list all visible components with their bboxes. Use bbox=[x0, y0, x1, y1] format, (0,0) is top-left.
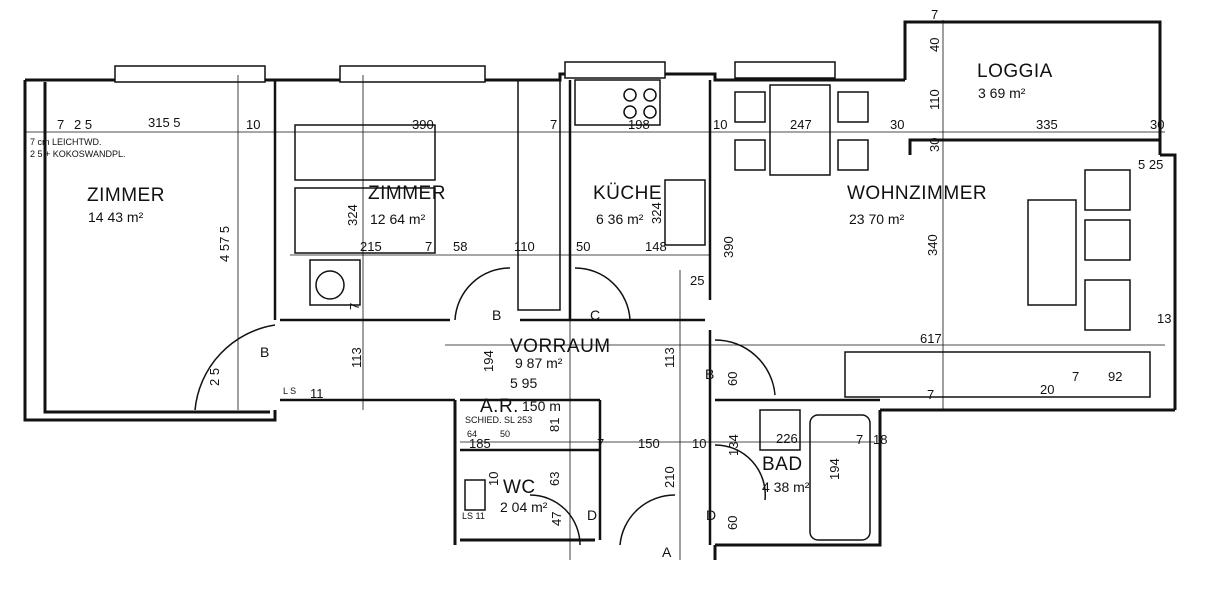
dim-label: 10 bbox=[692, 436, 707, 451]
door-label-a: A bbox=[662, 544, 672, 560]
dim-label-vertical: 324 bbox=[345, 204, 360, 226]
dim-label: 226 bbox=[776, 431, 798, 446]
door-swings bbox=[194, 267, 776, 546]
door-label-b2: B bbox=[492, 307, 502, 323]
dim-label-vertical: 110 bbox=[927, 89, 942, 110]
furniture bbox=[294, 79, 1151, 541]
ls-note-2: LS 11 bbox=[462, 511, 485, 521]
wall-note-2: 2 5 + KOKOSWANDPL. bbox=[30, 149, 126, 159]
dim-label: 11 bbox=[310, 386, 324, 401]
room-name-ar: A.R. bbox=[480, 396, 519, 417]
dim-label-vertical: 194 bbox=[827, 458, 842, 480]
dim-label-vertical: 30 bbox=[927, 137, 942, 152]
windows bbox=[114, 61, 836, 83]
room-area-ar: 150 m bbox=[522, 398, 561, 414]
dim-label-vertical: 390 bbox=[721, 236, 736, 258]
dim-label: 10 bbox=[246, 117, 261, 132]
dim-label: 20 bbox=[1040, 382, 1055, 397]
dim-label-vertical: 10 bbox=[486, 471, 501, 486]
dim-label: 64 bbox=[467, 429, 478, 439]
dim-label: 7 bbox=[425, 239, 433, 254]
dim-label: 247 bbox=[790, 117, 812, 132]
dim-label-vertical: 210 bbox=[662, 466, 677, 488]
room-area-wc: 2 04 m² bbox=[500, 499, 548, 515]
ar-sub-label: SCHIED. SL 253 bbox=[465, 415, 533, 425]
dim-label-vertical: 60 bbox=[725, 371, 740, 386]
dim-label-vertical: 47 bbox=[549, 511, 564, 526]
room-name-kueche: KÜCHE bbox=[593, 183, 663, 204]
dim-label: 150 bbox=[638, 436, 660, 451]
dim-label: 7 bbox=[597, 436, 605, 451]
dim-label-vertical: 2 5 bbox=[207, 367, 222, 386]
dim-label-vertical: 113 bbox=[662, 347, 677, 368]
dim-label: 335 bbox=[1036, 117, 1058, 132]
room-name-zimmer-1: ZIMMER bbox=[87, 185, 165, 206]
dim-label: 110 bbox=[514, 239, 535, 254]
interior-walls bbox=[273, 80, 880, 545]
dim-label: 315 5 bbox=[148, 115, 181, 130]
dimension-lines bbox=[25, 20, 1165, 560]
dim-label: 92 bbox=[1108, 369, 1123, 384]
room-area-loggia: 3 69 m² bbox=[978, 85, 1026, 101]
dim-label: 390 bbox=[412, 117, 434, 132]
room-area-kueche: 6 36 m² bbox=[596, 211, 644, 227]
room-name-bad: BAD bbox=[762, 454, 803, 475]
dim-label: 7 bbox=[57, 117, 65, 132]
room-area-wohnzimmer: 23 70 m² bbox=[849, 211, 905, 227]
room-area-zimmer-2: 12 64 m² bbox=[370, 211, 426, 227]
dim-label-vertical: 40 bbox=[927, 37, 942, 52]
room-area-vorraum: 9 87 m² bbox=[515, 355, 563, 371]
dim-label: 185 bbox=[469, 436, 491, 451]
door-label-c: C bbox=[590, 307, 601, 323]
dim-label: 7 bbox=[1072, 369, 1080, 384]
dim-label: 2 5 bbox=[74, 117, 93, 132]
dim-label-vertical: 113 bbox=[349, 347, 364, 368]
room-area-bad: 4 38 m² bbox=[762, 479, 810, 495]
dim-label: 7 bbox=[931, 7, 939, 22]
ls-note-1: L S bbox=[283, 386, 297, 396]
door-label-d2: D bbox=[706, 507, 717, 523]
door-label-d1: D bbox=[587, 507, 598, 523]
dim-label: 18 bbox=[873, 432, 888, 447]
dim-label: 30 bbox=[890, 117, 905, 132]
dim-label-vertical: 7 bbox=[347, 302, 362, 310]
dim-label: 148 bbox=[645, 239, 667, 254]
dim-label: 617 bbox=[920, 331, 942, 346]
dim-label: 58 bbox=[453, 239, 468, 254]
room-name-wc: WC bbox=[503, 477, 536, 498]
dim-label-vertical: 340 bbox=[925, 234, 940, 256]
dim-label: 25 bbox=[690, 273, 705, 288]
vorraum-extra-value: 5 95 bbox=[510, 375, 538, 391]
dim-label: 5 25 bbox=[1138, 157, 1164, 172]
dim-label: 215 bbox=[360, 239, 382, 254]
dim-label-vertical: 4 57 5 bbox=[217, 225, 232, 262]
room-area-zimmer-1: 14 43 m² bbox=[88, 209, 144, 225]
dim-label: 13 bbox=[1157, 311, 1172, 326]
dim-label: 30 bbox=[1150, 117, 1165, 132]
dim-label: 7 bbox=[550, 117, 558, 132]
dim-label-vertical: 324 bbox=[649, 202, 664, 224]
room-name-loggia: LOGGIA bbox=[977, 61, 1053, 82]
door-label-b3: B bbox=[705, 366, 715, 382]
dim-label: 7 bbox=[856, 432, 864, 447]
exterior-walls bbox=[23, 20, 1177, 560]
dim-label-vertical: 81 bbox=[547, 417, 562, 432]
dim-label-vertical: 60 bbox=[725, 515, 740, 530]
dim-label: 50 bbox=[500, 429, 511, 439]
dim-label-vertical: 134 bbox=[726, 434, 741, 456]
dim-label-vertical: 63 bbox=[547, 471, 562, 486]
dim-label-vertical: 194 bbox=[481, 350, 496, 372]
wall-note-1: 7 cm LEICHTWD. bbox=[30, 137, 102, 147]
dim-label: 10 bbox=[713, 117, 728, 132]
dim-label: 50 bbox=[576, 239, 591, 254]
dim-label: 198 bbox=[628, 117, 650, 132]
room-name-zimmer-2: ZIMMER bbox=[368, 183, 446, 204]
dim-label: 7 bbox=[927, 387, 935, 402]
door-label-b1: B bbox=[260, 344, 270, 360]
room-name-wohnzimmer: WOHNZIMMER bbox=[847, 183, 988, 204]
room-name-vorraum: VORRAUM bbox=[510, 336, 611, 357]
